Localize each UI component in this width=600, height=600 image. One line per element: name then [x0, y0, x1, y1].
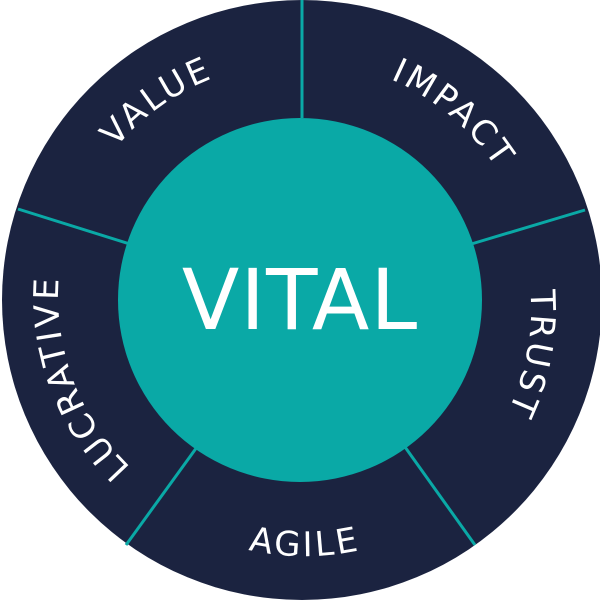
divider-lucrative-value: [17, 207, 134, 247]
segment-label-agile: AGILE: [247, 519, 364, 565]
divider-agile-lucrative: [124, 446, 199, 546]
ring-dividers: [17, 0, 586, 546]
center-label: VITAL: [182, 251, 418, 349]
divider-trust-agile: [403, 446, 477, 546]
divider-impact-trust: [467, 208, 586, 247]
segment-label-agile-text: AGILE: [247, 519, 361, 565]
center-circle: [118, 118, 482, 482]
